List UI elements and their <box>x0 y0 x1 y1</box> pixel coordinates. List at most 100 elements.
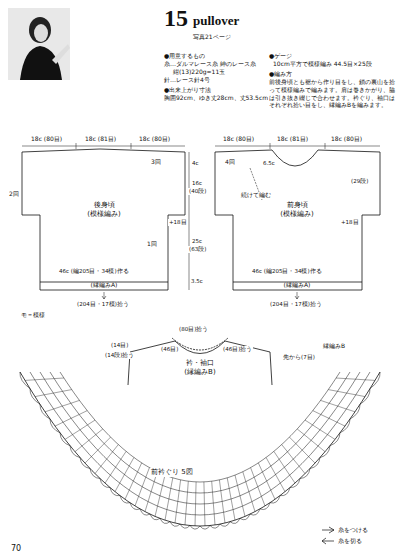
garment-part: 衿・袖口(縁編みB) <box>184 359 215 377</box>
chart-stroke <box>246 482 249 492</box>
pattern-label: (204目・17模)拾う <box>76 301 130 308</box>
chart-stroke <box>356 379 366 381</box>
chart-stroke <box>158 496 161 506</box>
chart-stroke <box>260 503 270 510</box>
pattern-label: 続けて編む <box>240 192 272 199</box>
pattern-label: 先から(7目) <box>282 354 316 361</box>
pattern-label: (29段) <box>350 178 369 185</box>
chart-stroke <box>288 452 294 459</box>
pattern-label: 紺(13)220g=11玉 <box>172 68 226 76</box>
chart-stroke <box>289 437 295 444</box>
chart-stroke <box>73 430 81 435</box>
chart-stroke <box>313 411 321 415</box>
chart-stroke <box>53 391 62 393</box>
chart-stroke <box>254 477 258 487</box>
chart-stroke <box>329 418 337 422</box>
chart-stroke <box>297 429 304 435</box>
chart-stroke <box>171 478 173 489</box>
chart-stroke <box>91 450 97 457</box>
chart-stroke <box>243 472 246 482</box>
legend-text: 糸を切る <box>338 537 362 546</box>
chart-stroke <box>89 435 96 441</box>
chart-stroke <box>187 481 189 492</box>
chart-stroke <box>222 502 223 513</box>
chart-stroke <box>224 512 225 523</box>
pattern-label: 4回 <box>224 158 236 166</box>
chart-stroke <box>167 499 169 510</box>
chart-stroke <box>120 496 130 503</box>
legend-symbol <box>322 538 334 544</box>
chart-stroke <box>279 459 284 467</box>
chart-stroke <box>195 482 196 493</box>
chart-stroke <box>63 418 71 422</box>
chart-stroke <box>95 466 101 473</box>
chart-stroke <box>270 496 280 503</box>
part-name: (縁編みA) <box>91 282 118 288</box>
garment-part: 前身頃(模様編み) <box>280 201 313 219</box>
part-name: (模様編み) <box>280 210 313 219</box>
chart-stroke <box>233 510 235 521</box>
chart-stroke <box>130 503 140 510</box>
chart-stroke <box>299 466 305 473</box>
chart-stroke <box>338 406 347 409</box>
chart-stroke <box>250 509 260 515</box>
chart-stroke <box>328 435 336 440</box>
chart-stroke <box>75 446 82 452</box>
pattern-label: (204目・17模)拾う <box>269 301 323 308</box>
pattern-label: 縁編みB <box>322 342 346 350</box>
pattern-label: 25c <box>191 238 203 245</box>
chart-stroke <box>346 378 356 380</box>
garment-part: (縁編みA) <box>91 282 118 288</box>
chart-stroke <box>139 487 143 497</box>
chart-stroke <box>282 445 288 452</box>
chart-stroke <box>212 492 214 503</box>
chart-stroke <box>165 510 167 521</box>
chart-stroke <box>145 502 148 512</box>
chart-stroke <box>146 468 150 478</box>
chart-stroke <box>329 403 338 406</box>
chart-stroke <box>60 372 340 482</box>
chart-stroke <box>267 481 271 490</box>
chart-stroke <box>284 467 289 475</box>
chart-stroke <box>138 463 142 472</box>
legend-symbol <box>322 527 334 533</box>
chart-stroke <box>328 390 337 392</box>
chart-stroke <box>321 415 329 419</box>
chart-stroke <box>178 491 179 502</box>
chart-stroke <box>142 477 146 487</box>
pattern-label: (46目)拾う <box>222 346 253 353</box>
chart-stroke <box>20 372 380 526</box>
pattern-label: 3回 <box>150 158 162 166</box>
chart-stroke <box>151 482 154 492</box>
chart-stroke <box>261 496 265 506</box>
chart-stroke <box>336 378 346 380</box>
pattern-label: 写真21ページ <box>192 33 232 41</box>
chart-stroke <box>120 475 125 484</box>
part-name: (縁編みA) <box>284 282 311 288</box>
chart-stroke <box>311 440 318 446</box>
chart-stroke <box>115 483 120 492</box>
chart-stroke <box>263 472 267 481</box>
garment-part: 後身頃(模様編み) <box>87 201 120 219</box>
chart-stroke <box>271 466 276 475</box>
chart-stroke <box>240 514 250 520</box>
pattern-title: pullover <box>192 14 240 27</box>
crochet-chart <box>20 372 380 529</box>
chart-stroke <box>160 485 163 495</box>
garment-part: (縁編みA) <box>284 282 311 288</box>
chart-stroke <box>65 435 73 440</box>
chart-stroke <box>82 440 89 446</box>
chart-stroke <box>129 458 134 467</box>
chart-stroke <box>55 422 63 426</box>
chart-stroke <box>107 452 113 459</box>
chart-stroke <box>347 393 356 395</box>
pattern-label: 18c (81目) <box>84 135 117 143</box>
chart-stroke <box>116 459 121 467</box>
chart-stroke <box>227 478 229 489</box>
pattern-label: (40段) <box>188 188 207 195</box>
pattern-label: (80目)拾う <box>178 326 209 333</box>
chart-stroke <box>129 481 133 490</box>
part-name: 後身頃 <box>87 201 120 210</box>
chart-stroke <box>200 526 210 530</box>
chart-stroke <box>98 444 104 451</box>
